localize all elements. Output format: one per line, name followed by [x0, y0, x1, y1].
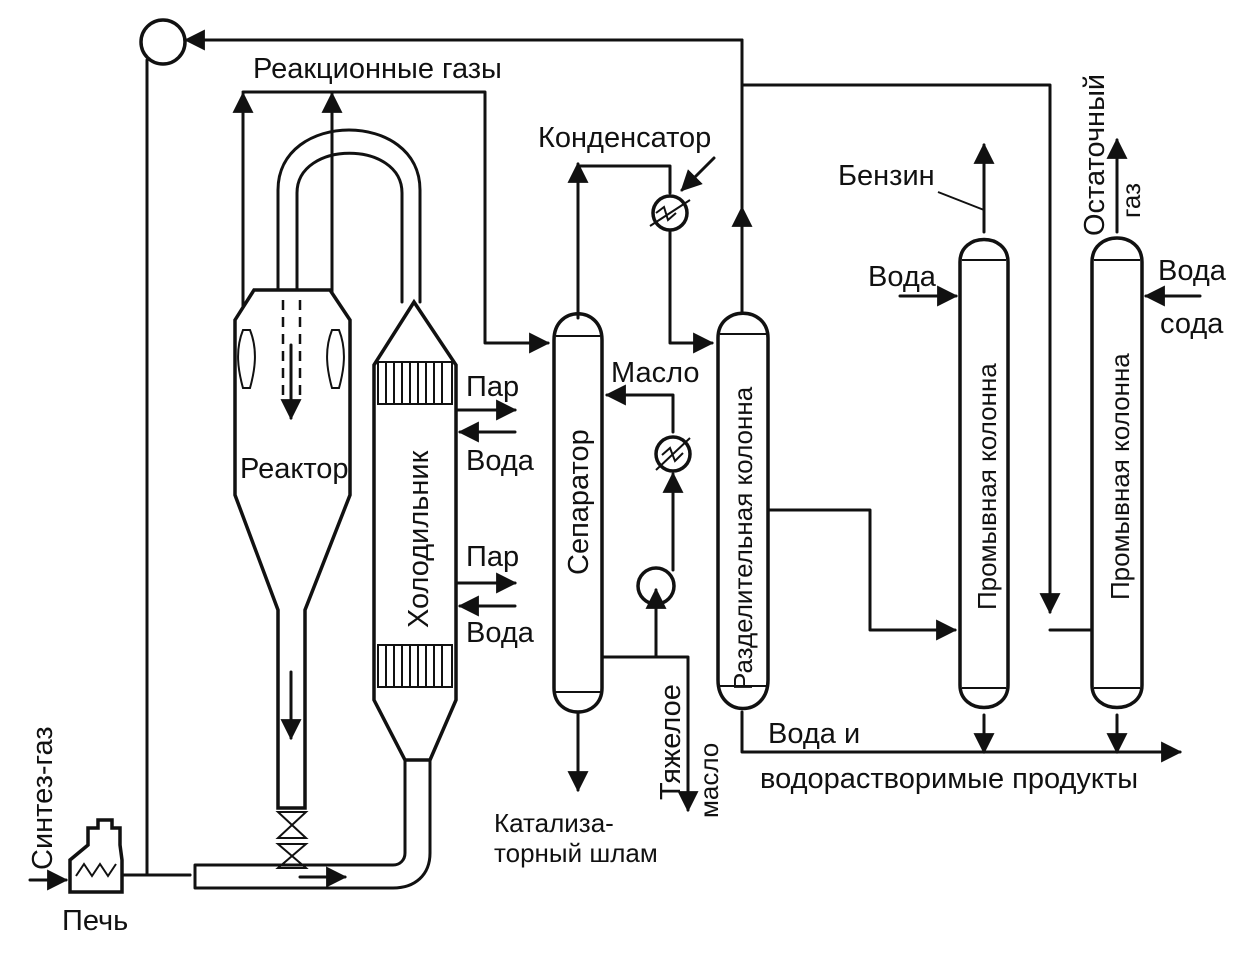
reactor-cyclone-left — [237, 329, 256, 389]
separation-column-head-lines — [720, 333, 766, 687]
water-label-1: Вода — [466, 445, 535, 477]
wash-water-label-1: Вода — [868, 261, 937, 293]
reaction-gas-header — [241, 90, 551, 354]
cooler-label: Холодильник — [403, 450, 435, 628]
recycle-compressor — [139, 18, 187, 66]
heavy-oil-label-1: Тяжелое — [655, 684, 687, 800]
wash-column-1-vessel — [958, 237, 1010, 710]
cooler-bottom-tubes — [377, 644, 453, 688]
wash-column-1-head-lines — [962, 259, 1006, 689]
water-label-2: Вода — [466, 617, 535, 649]
reactor-cyclone-right — [326, 329, 345, 389]
separator-label: Сепаратор — [563, 429, 595, 575]
separator-head-lines — [556, 335, 600, 693]
reaction-gases-label: Реакционные газы — [253, 53, 502, 85]
heavy-oil-label-2: масло — [694, 743, 724, 818]
gasoline-pointer — [937, 191, 985, 211]
reactor-label: Реактор — [240, 453, 349, 485]
residual-gas-label-2: газ — [1116, 183, 1146, 218]
to-wash-column-1-line — [766, 508, 958, 641]
condenser-coil-icon — [649, 199, 691, 227]
wash-column-2-label: Промывная колонна — [1105, 353, 1135, 600]
water-products-label-1: Вода и — [768, 718, 860, 750]
synthesis-gas-label: Синтез-газ — [27, 726, 59, 870]
oil-return-line — [604, 384, 675, 434]
condenser-pointer — [680, 156, 716, 192]
separator-bottom-oil — [600, 655, 699, 813]
soda-label: сода — [1160, 308, 1224, 340]
wash-water-label-2: Вода — [1158, 255, 1227, 287]
reactor-valve — [275, 811, 309, 869]
separation-column-label: Разделительная колонна — [728, 386, 758, 690]
steam-label-1: Пар — [466, 371, 519, 403]
steam-label-2: Пар — [466, 541, 519, 573]
cooler-top-tubes — [377, 361, 453, 405]
reactor-vessel — [233, 288, 352, 810]
wash-column-2-vessel — [1090, 236, 1144, 710]
separator-overhead-to-condenser — [576, 164, 672, 195]
water-products-label-2: водорастворимые продукты — [760, 763, 1138, 795]
condenser-to-column — [668, 228, 715, 354]
separation-column-vessel — [716, 311, 770, 711]
furnace-coil — [75, 862, 117, 878]
condenser-label: Конденсатор — [538, 122, 711, 154]
bottom-product-header — [740, 710, 1183, 763]
separator-vessel — [552, 312, 604, 714]
oil-label: Масло — [611, 357, 700, 389]
sludge-label-1: Катализа- — [494, 808, 614, 838]
residual-gas-label-1: Остаточный — [1079, 74, 1111, 236]
wash-column-2-head-lines — [1094, 259, 1140, 689]
reactor-loop-outer — [276, 128, 422, 304]
sludge-label-2: торный шлам — [494, 838, 658, 868]
wash-column-1-label: Промывная колонна — [972, 363, 1002, 610]
furnace-icon — [68, 818, 124, 894]
feed-pipe-riser — [193, 758, 432, 890]
reactor-loop-inner — [295, 151, 404, 304]
to-wash-column-2-line — [740, 83, 1061, 615]
furnace-label: Печь — [62, 905, 128, 937]
oil-cooler-icon — [655, 437, 691, 471]
gasoline-label: Бензин — [838, 160, 935, 192]
